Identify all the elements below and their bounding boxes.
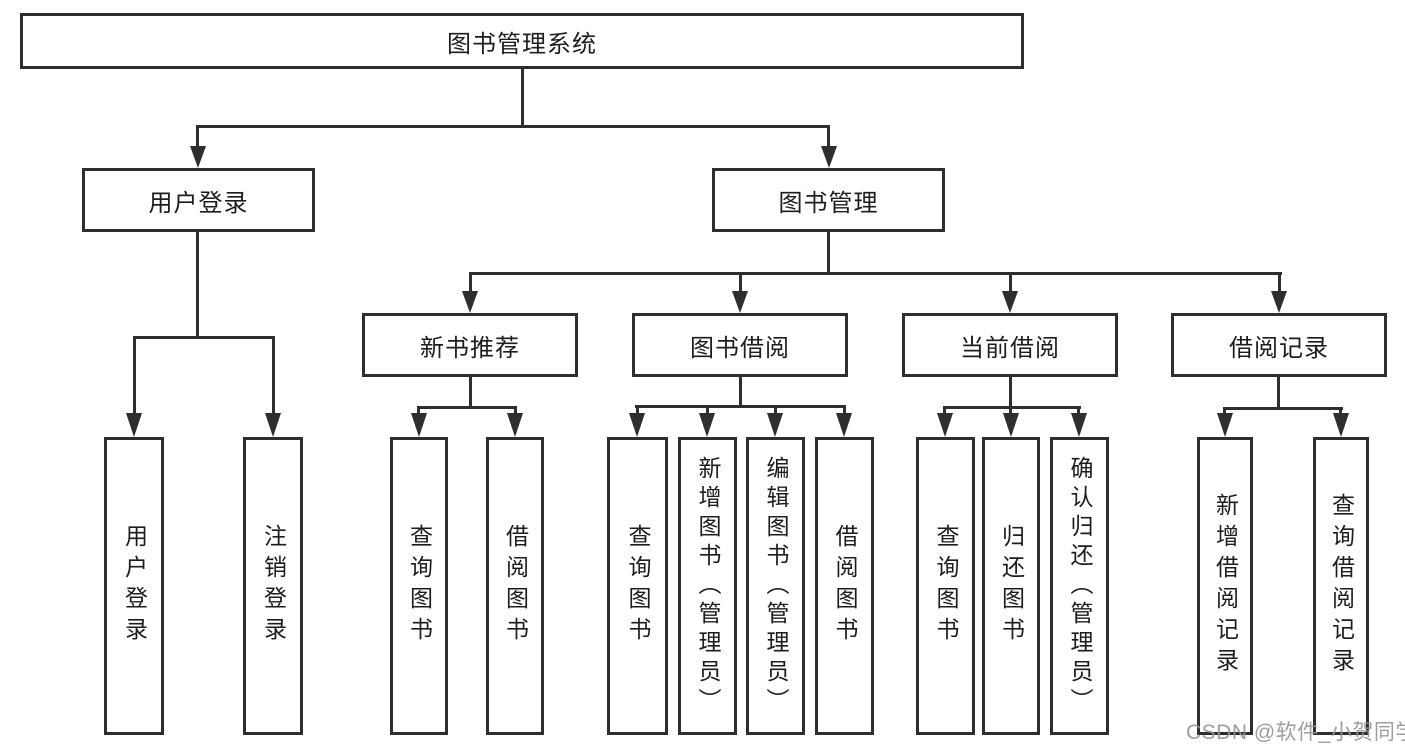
connector-vline: [636, 405, 639, 415]
connector-arrowhead: [1003, 413, 1019, 437]
connector-vline: [943, 406, 946, 415]
connector-vline: [774, 405, 777, 415]
connector-hline: [635, 405, 846, 408]
connector-vline: [739, 377, 742, 406]
leaf-query-books-recommend: 查询图书: [390, 437, 448, 735]
leaf-edit-books-admin: 编辑图书（管理员）: [746, 437, 805, 735]
connector-vline: [1009, 272, 1012, 292]
connector-vline: [1278, 272, 1281, 292]
connector-arrowhead: [126, 413, 142, 437]
leaf-label: 新增图书（管理员）: [695, 455, 721, 717]
connector-vline: [827, 232, 830, 273]
leaf-confirm-return-admin: 确认归还（管理员）: [1050, 437, 1109, 735]
leaf-add-books-admin: 新增图书（管理员）: [678, 437, 737, 735]
connector-vline: [843, 405, 846, 415]
connector-vline: [469, 377, 472, 407]
leaf-label: 查询图书: [933, 524, 959, 648]
connector-arrowhead: [836, 413, 852, 437]
node-label: 图书借阅: [690, 334, 790, 362]
leaf-label: 用户登录: [121, 524, 148, 648]
connector-vline: [521, 69, 524, 126]
connector-hline: [943, 406, 1081, 409]
node-label: 借阅记录: [1229, 334, 1329, 362]
connector-vline: [1277, 377, 1280, 408]
connector-arrowhead: [699, 413, 715, 437]
node-library-management-system: 图书管理系统: [20, 13, 1024, 69]
leaf-label: 查询图书: [625, 524, 651, 648]
node-label: 用户登录: [148, 189, 249, 217]
leaf-query-books-current: 查询图书: [916, 437, 975, 735]
connector-arrowhead: [1217, 413, 1233, 437]
node-new-book-recommend: 新书推荐: [362, 313, 578, 377]
connector-vline: [133, 336, 136, 414]
connector-vline: [1223, 407, 1226, 415]
node-user-login: 用户登录: [82, 168, 315, 232]
connector-arrowhead: [462, 291, 478, 313]
connector-vline: [1009, 377, 1012, 407]
connector-vline: [706, 405, 709, 415]
leaf-add-borrow-record: 新增借阅记录: [1197, 437, 1253, 735]
connector-hline: [469, 272, 1282, 275]
leaf-logout: 注销登录: [243, 437, 303, 735]
node-book-borrow: 图书借阅: [632, 313, 848, 377]
connector-arrowhead: [1333, 413, 1349, 437]
node-current-borrow: 当前借阅: [902, 313, 1118, 377]
connector-arrowhead: [1271, 291, 1287, 313]
node-book-management: 图书管理: [712, 168, 945, 232]
connector-arrowhead: [1002, 291, 1018, 313]
connector-vline: [1339, 407, 1342, 415]
connector-arrowhead: [265, 413, 281, 437]
connector-arrowhead: [732, 291, 748, 313]
connector-vline: [272, 336, 275, 414]
connector-vline: [514, 406, 517, 415]
leaf-label: 借阅图书: [832, 524, 858, 648]
connector-hline: [417, 406, 517, 409]
leaf-query-borrow-record: 查询借阅记录: [1313, 437, 1369, 735]
leaf-user-login: 用户登录: [104, 437, 164, 735]
leaf-label: 查询图书: [406, 524, 433, 648]
connector-vline: [1009, 406, 1012, 415]
leaf-borrow-books-recommend: 借阅图书: [486, 437, 544, 735]
connector-vline: [196, 232, 199, 336]
connector-vline: [1077, 406, 1080, 415]
connector-vline: [469, 272, 472, 292]
leaf-label: 归还图书: [998, 524, 1025, 648]
connector-arrowhead: [1071, 413, 1087, 437]
leaf-query-books-borrow: 查询图书: [607, 437, 668, 735]
csdn-watermark: CSDN @软件_小贺同学: [1186, 721, 1405, 744]
connector-arrowhead: [629, 413, 645, 437]
connector-vline: [827, 125, 830, 148]
leaf-label: 查询借阅记录: [1328, 493, 1355, 679]
leaf-label: 注销登录: [260, 524, 287, 648]
connector-hline: [196, 125, 830, 128]
node-borrow-records: 借阅记录: [1171, 313, 1387, 377]
connector-vline: [417, 406, 420, 415]
connector-arrowhead: [821, 146, 837, 168]
connector-vline: [196, 125, 199, 148]
leaf-return-books: 归还图书: [982, 437, 1040, 735]
node-label: 当前借阅: [960, 334, 1060, 362]
connector-arrowhead: [767, 413, 783, 437]
connector-arrowhead: [507, 413, 523, 437]
connector-hline: [133, 336, 275, 339]
connector-hline: [1223, 407, 1343, 410]
leaf-label: 借阅图书: [502, 524, 529, 648]
node-label: 新书推荐: [420, 334, 520, 362]
leaf-label: 确认归还（管理员）: [1067, 455, 1093, 717]
connector-arrowhead: [937, 413, 953, 437]
leaf-borrow-books: 借阅图书: [815, 437, 874, 735]
node-label: 图书管理: [778, 189, 879, 217]
connector-arrowhead: [411, 413, 427, 437]
node-label: 图书管理系统: [447, 30, 597, 58]
connector-vline: [739, 272, 742, 292]
leaf-label: 新增借阅记录: [1212, 493, 1239, 679]
connector-arrowhead: [190, 146, 206, 168]
leaf-label: 编辑图书（管理员）: [763, 455, 789, 717]
